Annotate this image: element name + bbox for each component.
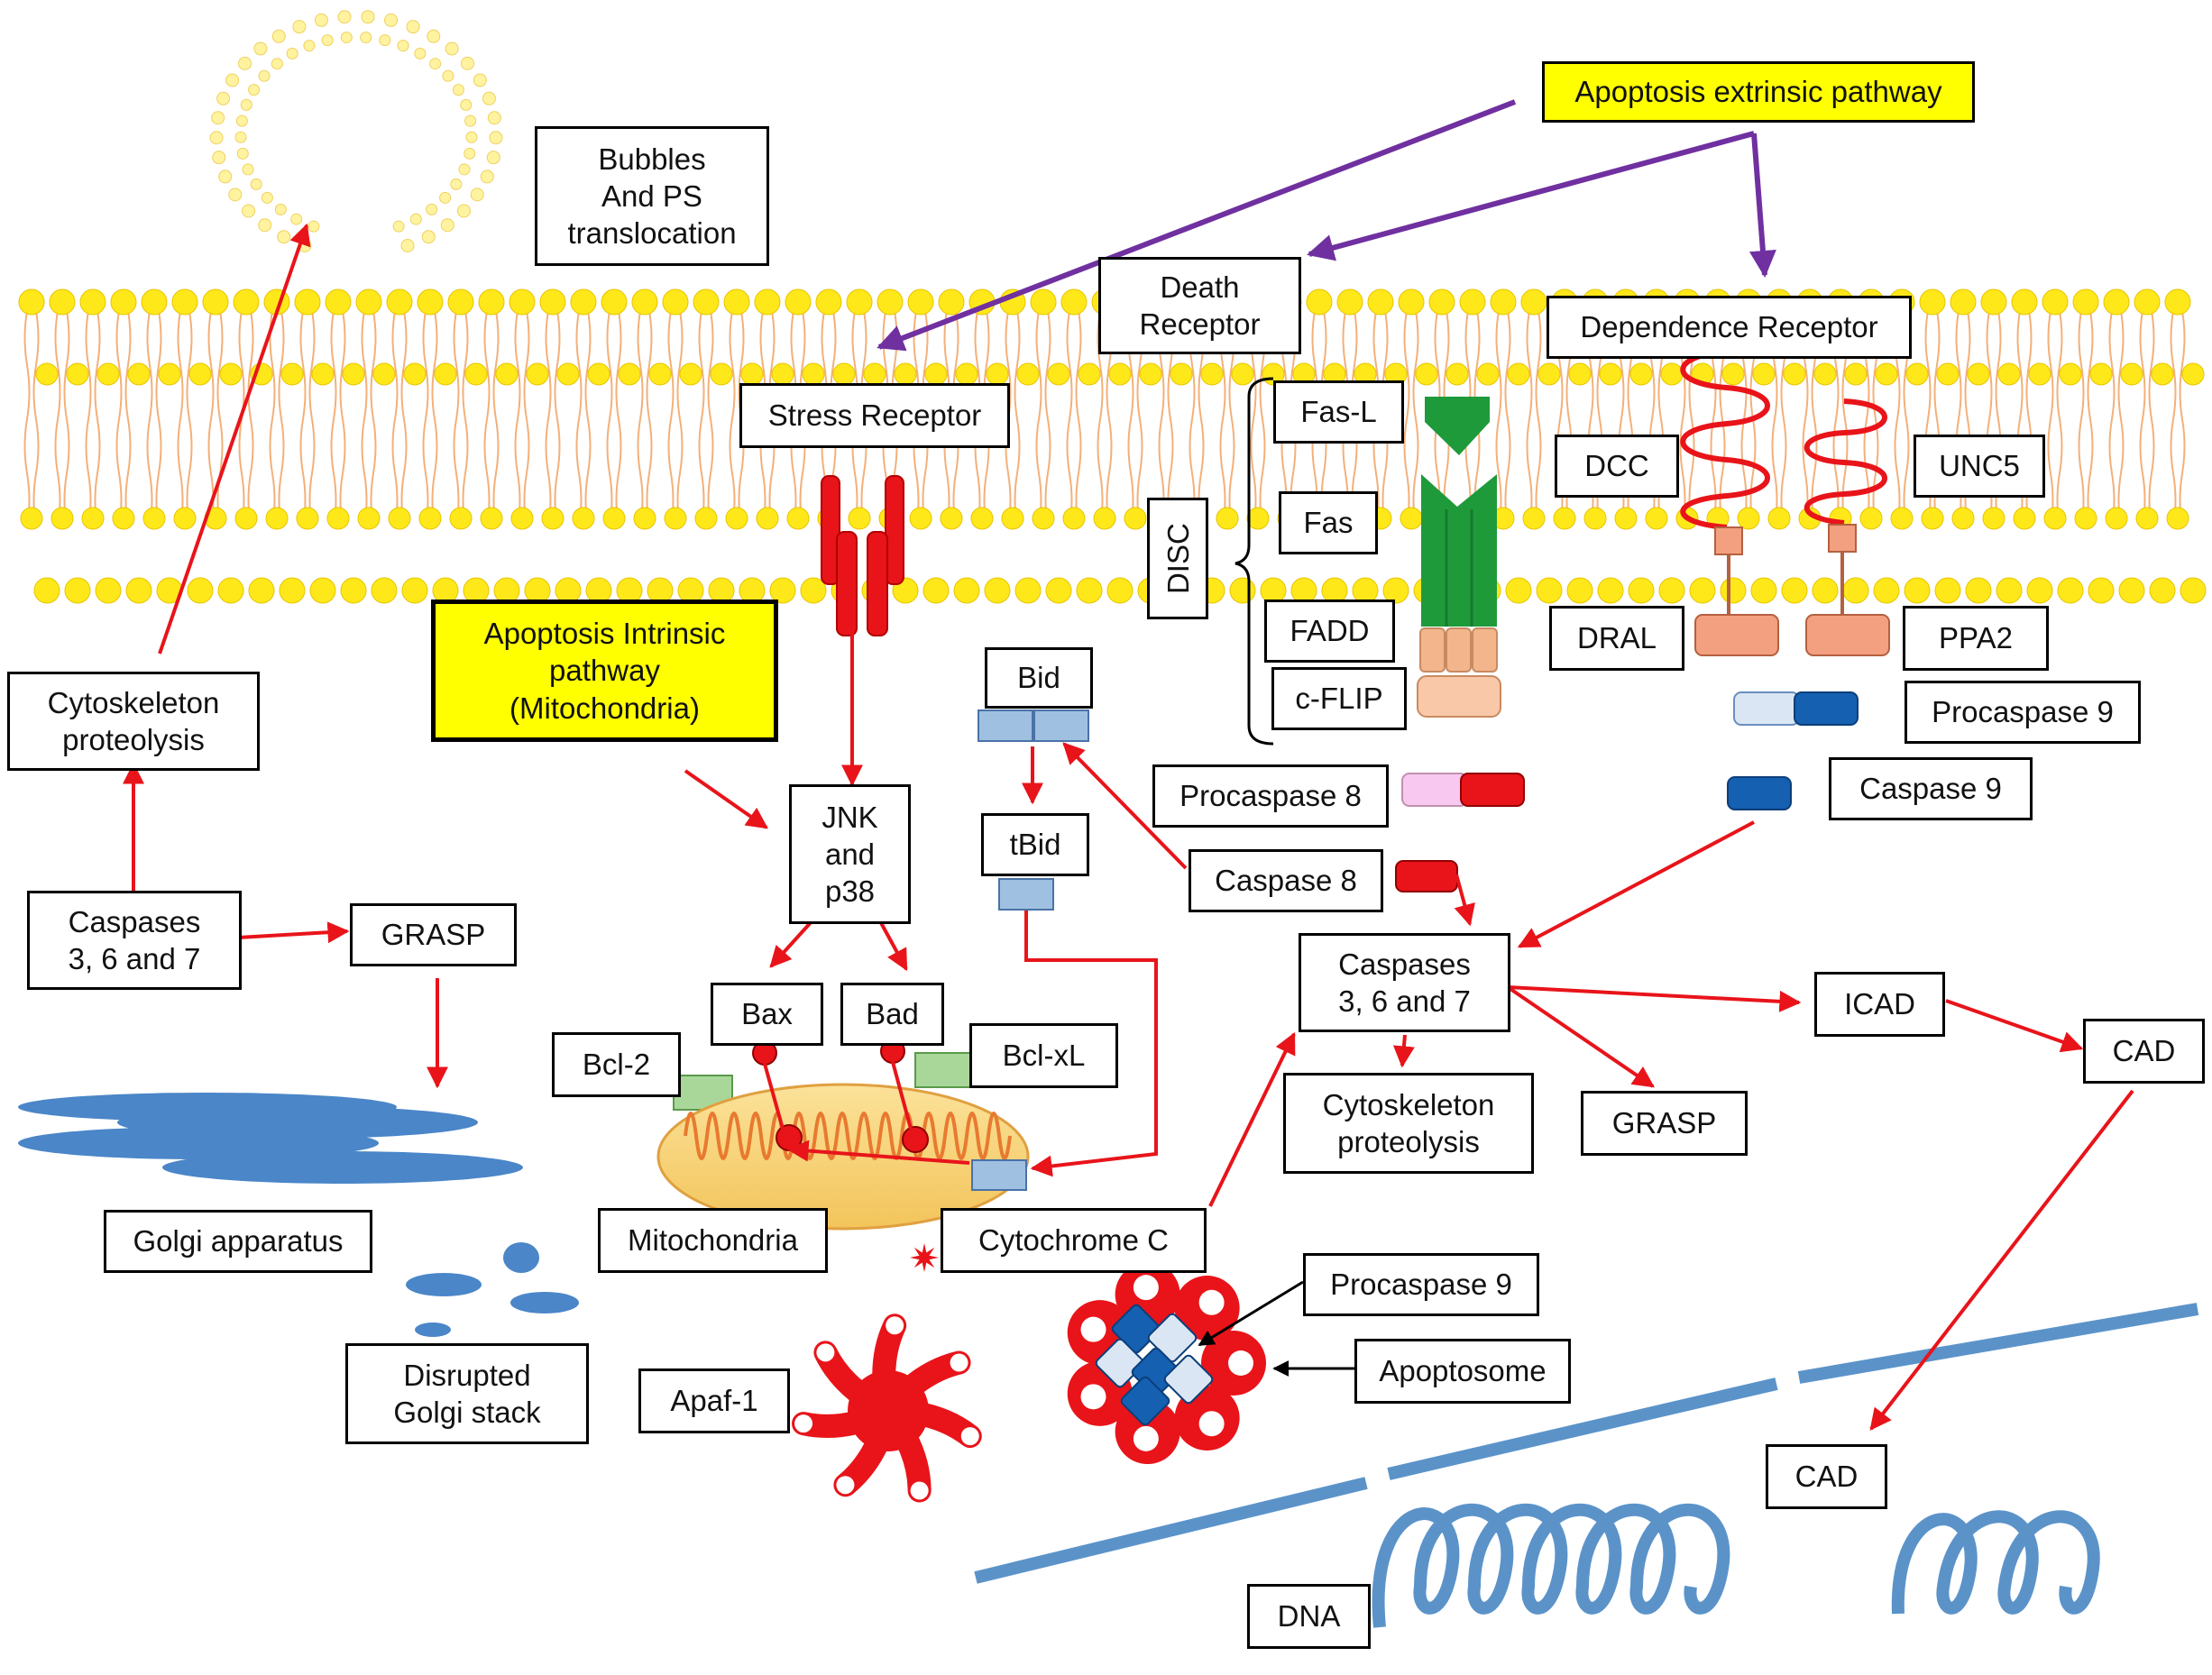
apoptosome-icon [1067,1261,1266,1465]
bubbles-ps-label: Bubbles And PS translocation [535,126,769,266]
stress-receptor-label: Stress Receptor [739,383,1010,448]
disc-brace [1234,377,1274,746]
jnk-p38-label: JNK and p38 [789,784,911,924]
dcc-label: DCC [1555,435,1679,498]
procaspase-9-bottom-label: Procaspase 9 [1303,1253,1539,1316]
extrinsic-pathway-label: Apoptosis extrinsic pathway [1542,61,1975,123]
cytochrome-c-icon [910,1243,939,1272]
membrane-vesicle [209,10,503,252]
disc-label: DISC [1147,498,1208,619]
grasp-right-label: GRASP [1581,1091,1748,1156]
bax-label: Bax [711,983,823,1046]
stress-receptor-icon [821,475,904,636]
pathway-arrows [123,223,2134,1431]
cytoskeleton-proteolysis-right-label: Cytoskeleton proteolysis [1283,1073,1534,1174]
apaf1-icon [792,1313,982,1503]
cytoskeleton-proteolysis-left-label: Cytoskeleton proteolysis [7,672,260,771]
golgi-apparatus-icon [18,1093,523,1184]
unc5-label: UNC5 [1914,435,2045,498]
disrupted-golgi-icon [406,1242,579,1337]
caspases-367-right-label: Caspases 3, 6 and 7 [1299,933,1510,1032]
death-receptor-icon [1417,397,1501,718]
death-receptor-label: Death Receptor [1098,257,1301,354]
grasp-left-label: GRASP [350,903,517,966]
dna-icon [974,1303,2199,1628]
extrinsic-arrows [877,99,1776,352]
intrinsic-pathway-label: Apoptosis Intrinsic pathway (Mitochondri… [431,600,778,742]
mitochondria-icon [656,1083,1030,1231]
apoptosome-label: Apoptosome [1354,1339,1571,1404]
cytochrome-c-label: Cytochrome C [941,1208,1207,1273]
cad-top-label: CAD [2083,1019,2205,1084]
cad-bottom-label: CAD [1766,1444,1887,1509]
unc5-receptor-icon [1804,398,1887,526]
disc-text: DISC [1161,523,1195,594]
apaf-1-label: Apaf-1 [638,1368,790,1433]
dral-label: DRAL [1549,606,1684,671]
fadd-label: FADD [1264,600,1395,663]
bid-label: Bid [985,647,1093,709]
tbid-label: tBid [981,813,1089,876]
caspase-8-label: Caspase 8 [1189,849,1383,912]
disrupted-golgi-label: Disrupted Golgi stack [345,1343,589,1444]
c-flip-label: c-FLIP [1271,667,1407,730]
fas-l-label: Fas-L [1273,380,1404,444]
fas-label: Fas [1279,491,1378,554]
golgi-apparatus-label: Golgi apparatus [104,1210,372,1273]
bcl-2-label: Bcl-2 [552,1032,681,1097]
dcc-receptor-icon [1680,349,1770,530]
caspase-9-label: Caspase 9 [1829,757,2033,820]
mitochondria-label: Mitochondria [598,1208,828,1273]
dna-label: DNA [1247,1584,1371,1649]
dependence-receptor-label: Dependence Receptor [1547,296,1912,359]
icad-label: ICAD [1814,972,1945,1037]
bcl-xl-label: Bcl-xL [969,1023,1118,1088]
procaspase-9-top-label: Procaspase 9 [1905,681,2141,744]
ppa2-label: PPA2 [1903,606,2049,671]
procaspase-8-label: Procaspase 8 [1152,764,1389,828]
caspases-367-left-label: Caspases 3, 6 and 7 [27,891,242,990]
bad-label: Bad [840,983,944,1046]
